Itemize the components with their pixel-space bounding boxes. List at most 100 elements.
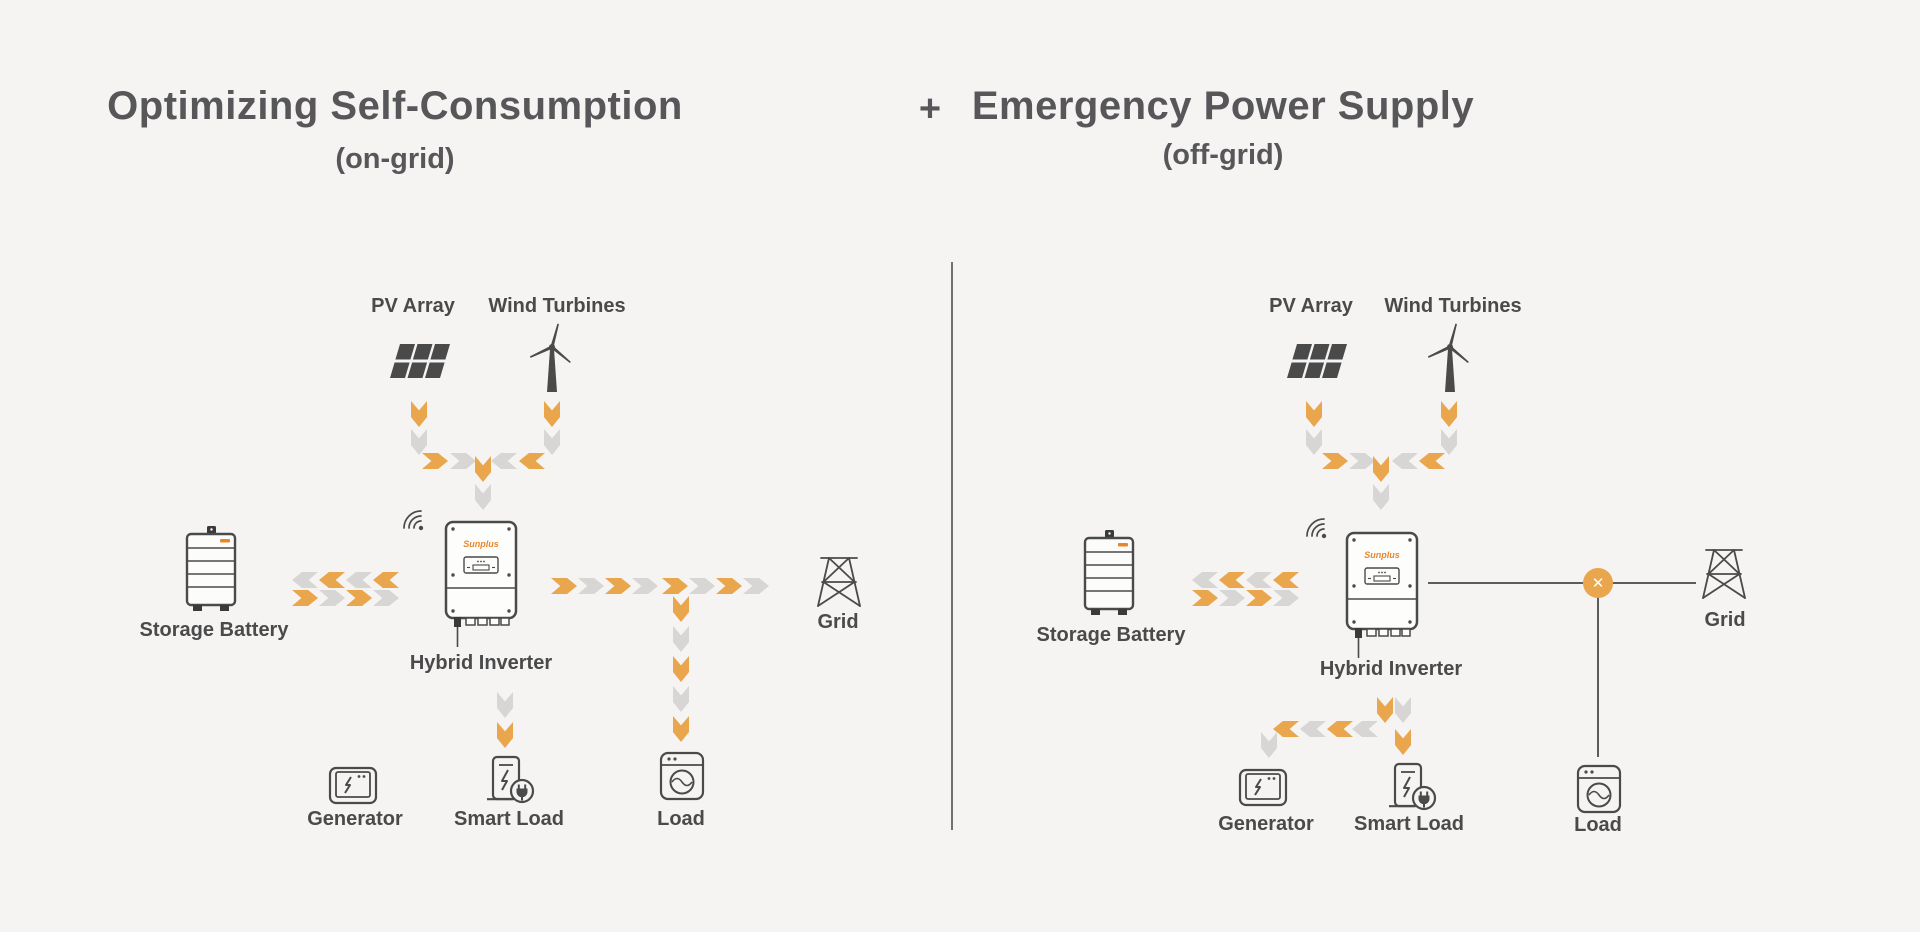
generator-icon — [328, 766, 378, 806]
storage-battery-label: Storage Battery — [139, 619, 289, 641]
hybrid-inverter-icon: Sunplus — [1345, 531, 1419, 659]
flow-chevron — [491, 453, 517, 469]
flow-chevron — [1192, 590, 1218, 606]
grid-tower-icon — [1700, 545, 1748, 603]
pv-array-label: PV Array — [371, 295, 455, 317]
flow-chevron — [1192, 572, 1218, 588]
left-diagram-title: Optimizing Self-Consumption — [107, 84, 683, 128]
flow-chevron — [544, 401, 560, 427]
flow-chevron — [1373, 484, 1389, 510]
storage-battery-icon — [1083, 530, 1135, 618]
flow-chevron — [319, 572, 345, 588]
flow-chevron — [1300, 721, 1326, 737]
flow-chevron — [1441, 429, 1457, 455]
flow-chevron — [673, 656, 689, 682]
flow-chevron — [422, 453, 448, 469]
grid-label: Grid — [1704, 609, 1746, 631]
storage-battery-label: Storage Battery — [1036, 624, 1186, 646]
flow-chevron — [689, 578, 715, 594]
flow-chevron — [1219, 572, 1245, 588]
storage-battery-icon — [185, 526, 237, 614]
flow-chevron — [743, 578, 769, 594]
flow-chevron — [292, 572, 318, 588]
hybrid-inverter-label: Hybrid Inverter — [409, 652, 553, 674]
flow-chevron — [632, 578, 658, 594]
flow-chevron — [1261, 732, 1277, 758]
flow-chevron — [319, 590, 345, 606]
flow-chevron — [497, 722, 513, 748]
flow-chevron — [1246, 590, 1272, 606]
flow-chevron — [551, 578, 577, 594]
flow-chevron — [475, 484, 491, 510]
flow-chevron — [1306, 429, 1322, 455]
vertical-divider — [951, 262, 953, 830]
inverter-brand-text: Sunplus — [1364, 550, 1400, 560]
washing-machine-icon — [659, 751, 705, 803]
plus-separator: + — [918, 88, 942, 130]
flow-chevron — [673, 596, 689, 622]
generator-label: Generator — [1218, 813, 1314, 835]
flow-chevron — [1352, 721, 1378, 737]
pv-array-label: PV Array — [1269, 295, 1353, 317]
wifi-icon — [395, 502, 427, 534]
grid-label: Grid — [817, 611, 859, 633]
flow-chevron — [373, 590, 399, 606]
wind-turbines-label: Wind Turbines — [1384, 295, 1522, 317]
flow-chevron — [450, 453, 476, 469]
flow-chevron — [544, 429, 560, 455]
flow-chevron — [1441, 401, 1457, 427]
flow-chevron — [1349, 453, 1375, 469]
flow-chevron — [1306, 401, 1322, 427]
flow-chevron — [519, 453, 545, 469]
flow-chevron — [1373, 456, 1389, 482]
flow-chevron — [673, 626, 689, 652]
flow-chevron — [1322, 453, 1348, 469]
generator-label: Generator — [307, 808, 403, 830]
flow-chevron — [411, 429, 427, 455]
flow-chevron — [716, 578, 742, 594]
flow-chevron — [1392, 453, 1418, 469]
wifi-icon — [1298, 510, 1330, 542]
flow-chevron — [1273, 590, 1299, 606]
grid-disconnect-icon: ✕ — [1583, 568, 1613, 598]
smart-load-icon — [1385, 762, 1439, 814]
flow-chevron — [578, 578, 604, 594]
flow-chevron — [1395, 729, 1411, 755]
flow-chevron — [411, 401, 427, 427]
flow-chevron — [673, 686, 689, 712]
smart-load-icon — [483, 755, 537, 807]
wind-turbine-icon — [528, 320, 580, 394]
right-diagram-title: Emergency Power Supply — [971, 84, 1475, 128]
grid-wire-right-segment — [1612, 582, 1696, 584]
right-diagram-subtitle: (off-grid) — [1162, 139, 1284, 171]
smart-load-label: Smart Load — [453, 808, 565, 830]
flow-chevron — [1327, 721, 1353, 737]
pv-array-icon — [1285, 343, 1349, 381]
grid-wire-left-segment — [1428, 582, 1583, 584]
flow-chevron — [1246, 572, 1272, 588]
flow-chevron — [292, 590, 318, 606]
flow-chevron — [475, 456, 491, 482]
flow-chevron — [346, 590, 372, 606]
smart-load-label: Smart Load — [1353, 813, 1465, 835]
flow-chevron — [605, 578, 631, 594]
pv-array-icon — [388, 343, 452, 381]
flow-chevron — [497, 692, 513, 718]
hybrid-inverter-icon: Sunplus — [444, 520, 518, 648]
wind-turbines-label: Wind Turbines — [488, 295, 626, 317]
left-diagram-subtitle: (on-grid) — [335, 143, 455, 175]
flow-chevron — [1419, 453, 1445, 469]
flow-chevron — [1395, 697, 1411, 723]
load-wire-vertical — [1597, 597, 1599, 757]
load-label: Load — [1574, 814, 1622, 836]
inverter-brand-text: Sunplus — [463, 539, 499, 549]
flow-chevron — [346, 572, 372, 588]
wind-turbine-icon — [1426, 320, 1478, 394]
grid-tower-icon — [815, 553, 863, 611]
flow-chevron — [662, 578, 688, 594]
flow-chevron — [1219, 590, 1245, 606]
flow-chevron — [1377, 697, 1393, 723]
washing-machine-icon — [1576, 764, 1622, 816]
generator-icon — [1238, 768, 1288, 808]
